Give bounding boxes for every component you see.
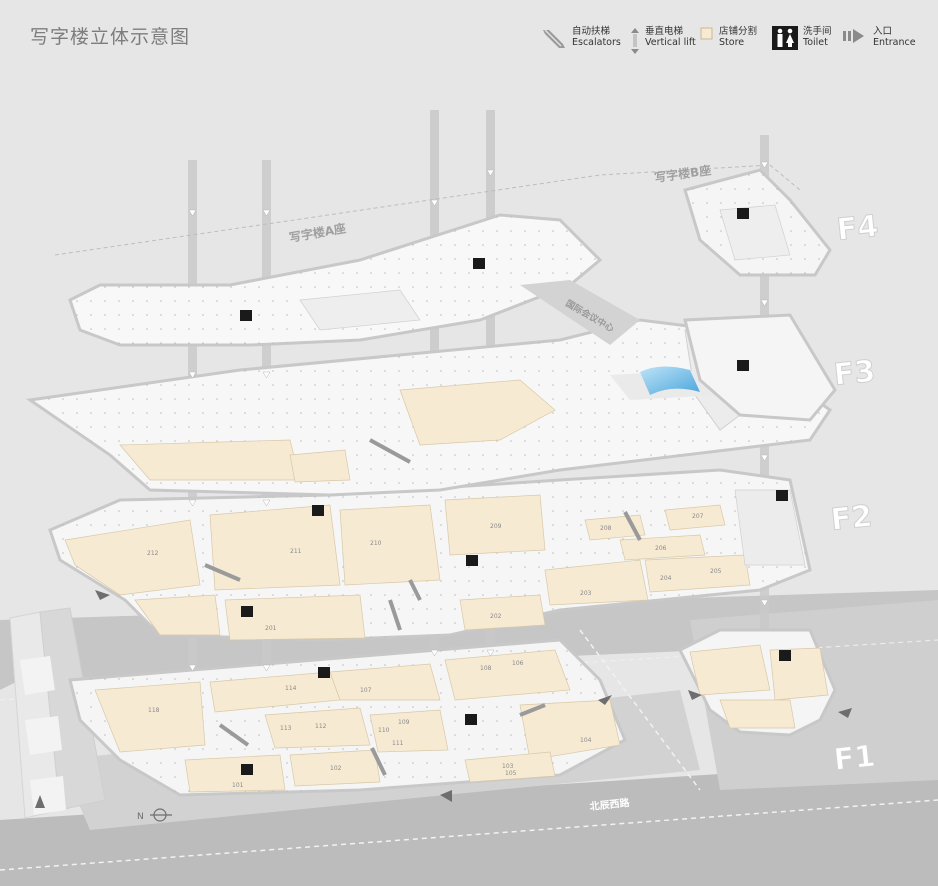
floor-label-f1: F1 xyxy=(832,739,877,778)
north-label: N xyxy=(137,812,144,822)
unit-103: 103 xyxy=(502,763,514,770)
escalator-markers xyxy=(204,438,642,776)
unit-106: 106 xyxy=(512,660,524,667)
toilet-icon xyxy=(772,26,798,50)
unit-105: 105 xyxy=(505,770,517,777)
unit-112: 112 xyxy=(315,723,327,730)
floor-f4-building-b xyxy=(683,168,832,277)
legend-escalators-zh: 自动扶梯 xyxy=(572,26,611,37)
unit-118: 118 xyxy=(148,707,160,714)
legend-toilet-en: Toilet xyxy=(803,37,828,48)
lift-icon xyxy=(631,28,639,54)
units-f1: 118 114 113 112 111 110 109 108 107 106 … xyxy=(148,660,592,789)
legend-entrance: 入口 Entrance xyxy=(842,26,916,48)
floor-label-f2: F2 xyxy=(829,499,874,538)
unit-209: 209 xyxy=(490,523,502,530)
unit-204: 204 xyxy=(660,575,672,582)
unit-207: 207 xyxy=(692,513,704,520)
unit-102: 102 xyxy=(330,765,342,772)
unit-212: 212 xyxy=(147,550,159,557)
label-block-a: 写字楼A座 xyxy=(288,220,347,245)
north-marker: N xyxy=(137,808,172,822)
unit-109: 109 xyxy=(398,719,410,726)
unit-205: 205 xyxy=(710,568,722,575)
unit-210: 210 xyxy=(370,540,382,547)
legend-store: 店铺分割 Store xyxy=(700,26,757,48)
legend-entrance-en: Entrance xyxy=(873,37,916,48)
entrance-icon xyxy=(843,29,864,43)
unit-101: 101 xyxy=(232,782,244,789)
floor-label-f4: F4 xyxy=(835,209,880,248)
unit-107: 107 xyxy=(360,687,372,694)
floor-f3-building-b xyxy=(683,313,837,422)
unit-208: 208 xyxy=(600,525,612,532)
unit-108: 108 xyxy=(480,665,492,672)
store-swatch-icon xyxy=(700,27,713,40)
legend-toilet-zh: 洗手间 xyxy=(803,26,832,37)
unit-111: 111 xyxy=(392,740,404,747)
units-f2: 212 211 210 209 208 207 206 205 204 203 … xyxy=(147,513,722,632)
legend-escalators: 自动扶梯 Escalators xyxy=(541,26,621,50)
unit-211: 211 xyxy=(290,548,302,555)
legend-store-en: Store xyxy=(719,37,745,48)
floor-f3 xyxy=(25,318,833,497)
street-label: 北辰西路 xyxy=(589,796,631,813)
unit-114: 114 xyxy=(285,685,297,692)
legend-lift-en: Vertical lift xyxy=(645,37,696,48)
legend-toilet: 洗手间 Toilet xyxy=(772,26,832,50)
legend-lift: 垂直电梯 Vertical lift xyxy=(630,26,696,56)
unit-203: 203 xyxy=(580,590,592,597)
legend-entrance-zh: 入口 xyxy=(873,26,893,37)
unit-206: 206 xyxy=(655,545,667,552)
floor-f1-building-b xyxy=(677,628,837,737)
unit-113: 113 xyxy=(280,725,292,732)
lift-arrows xyxy=(188,161,769,672)
legend-lift-zh: 垂直电梯 xyxy=(645,26,684,37)
legend-escalators-en: Escalators xyxy=(572,37,621,48)
escalator-icon xyxy=(543,29,565,48)
label-block-b: 写字楼B座 xyxy=(653,162,712,185)
unit-202: 202 xyxy=(490,613,502,620)
map-title: 写字楼立体示意图 xyxy=(30,26,191,48)
entrance-markers xyxy=(35,590,852,808)
conference-ramp xyxy=(520,280,640,345)
floor-label-f3: F3 xyxy=(832,354,877,393)
unit-110: 110 xyxy=(378,727,390,734)
unit-201: 201 xyxy=(265,625,277,632)
floor-f1 xyxy=(68,638,627,797)
legend-store-zh: 店铺分割 xyxy=(719,26,758,37)
floor-f4-building-a xyxy=(54,164,801,347)
toilet-markers xyxy=(240,208,791,775)
floor-f2 xyxy=(48,468,812,642)
unit-104: 104 xyxy=(580,737,592,744)
